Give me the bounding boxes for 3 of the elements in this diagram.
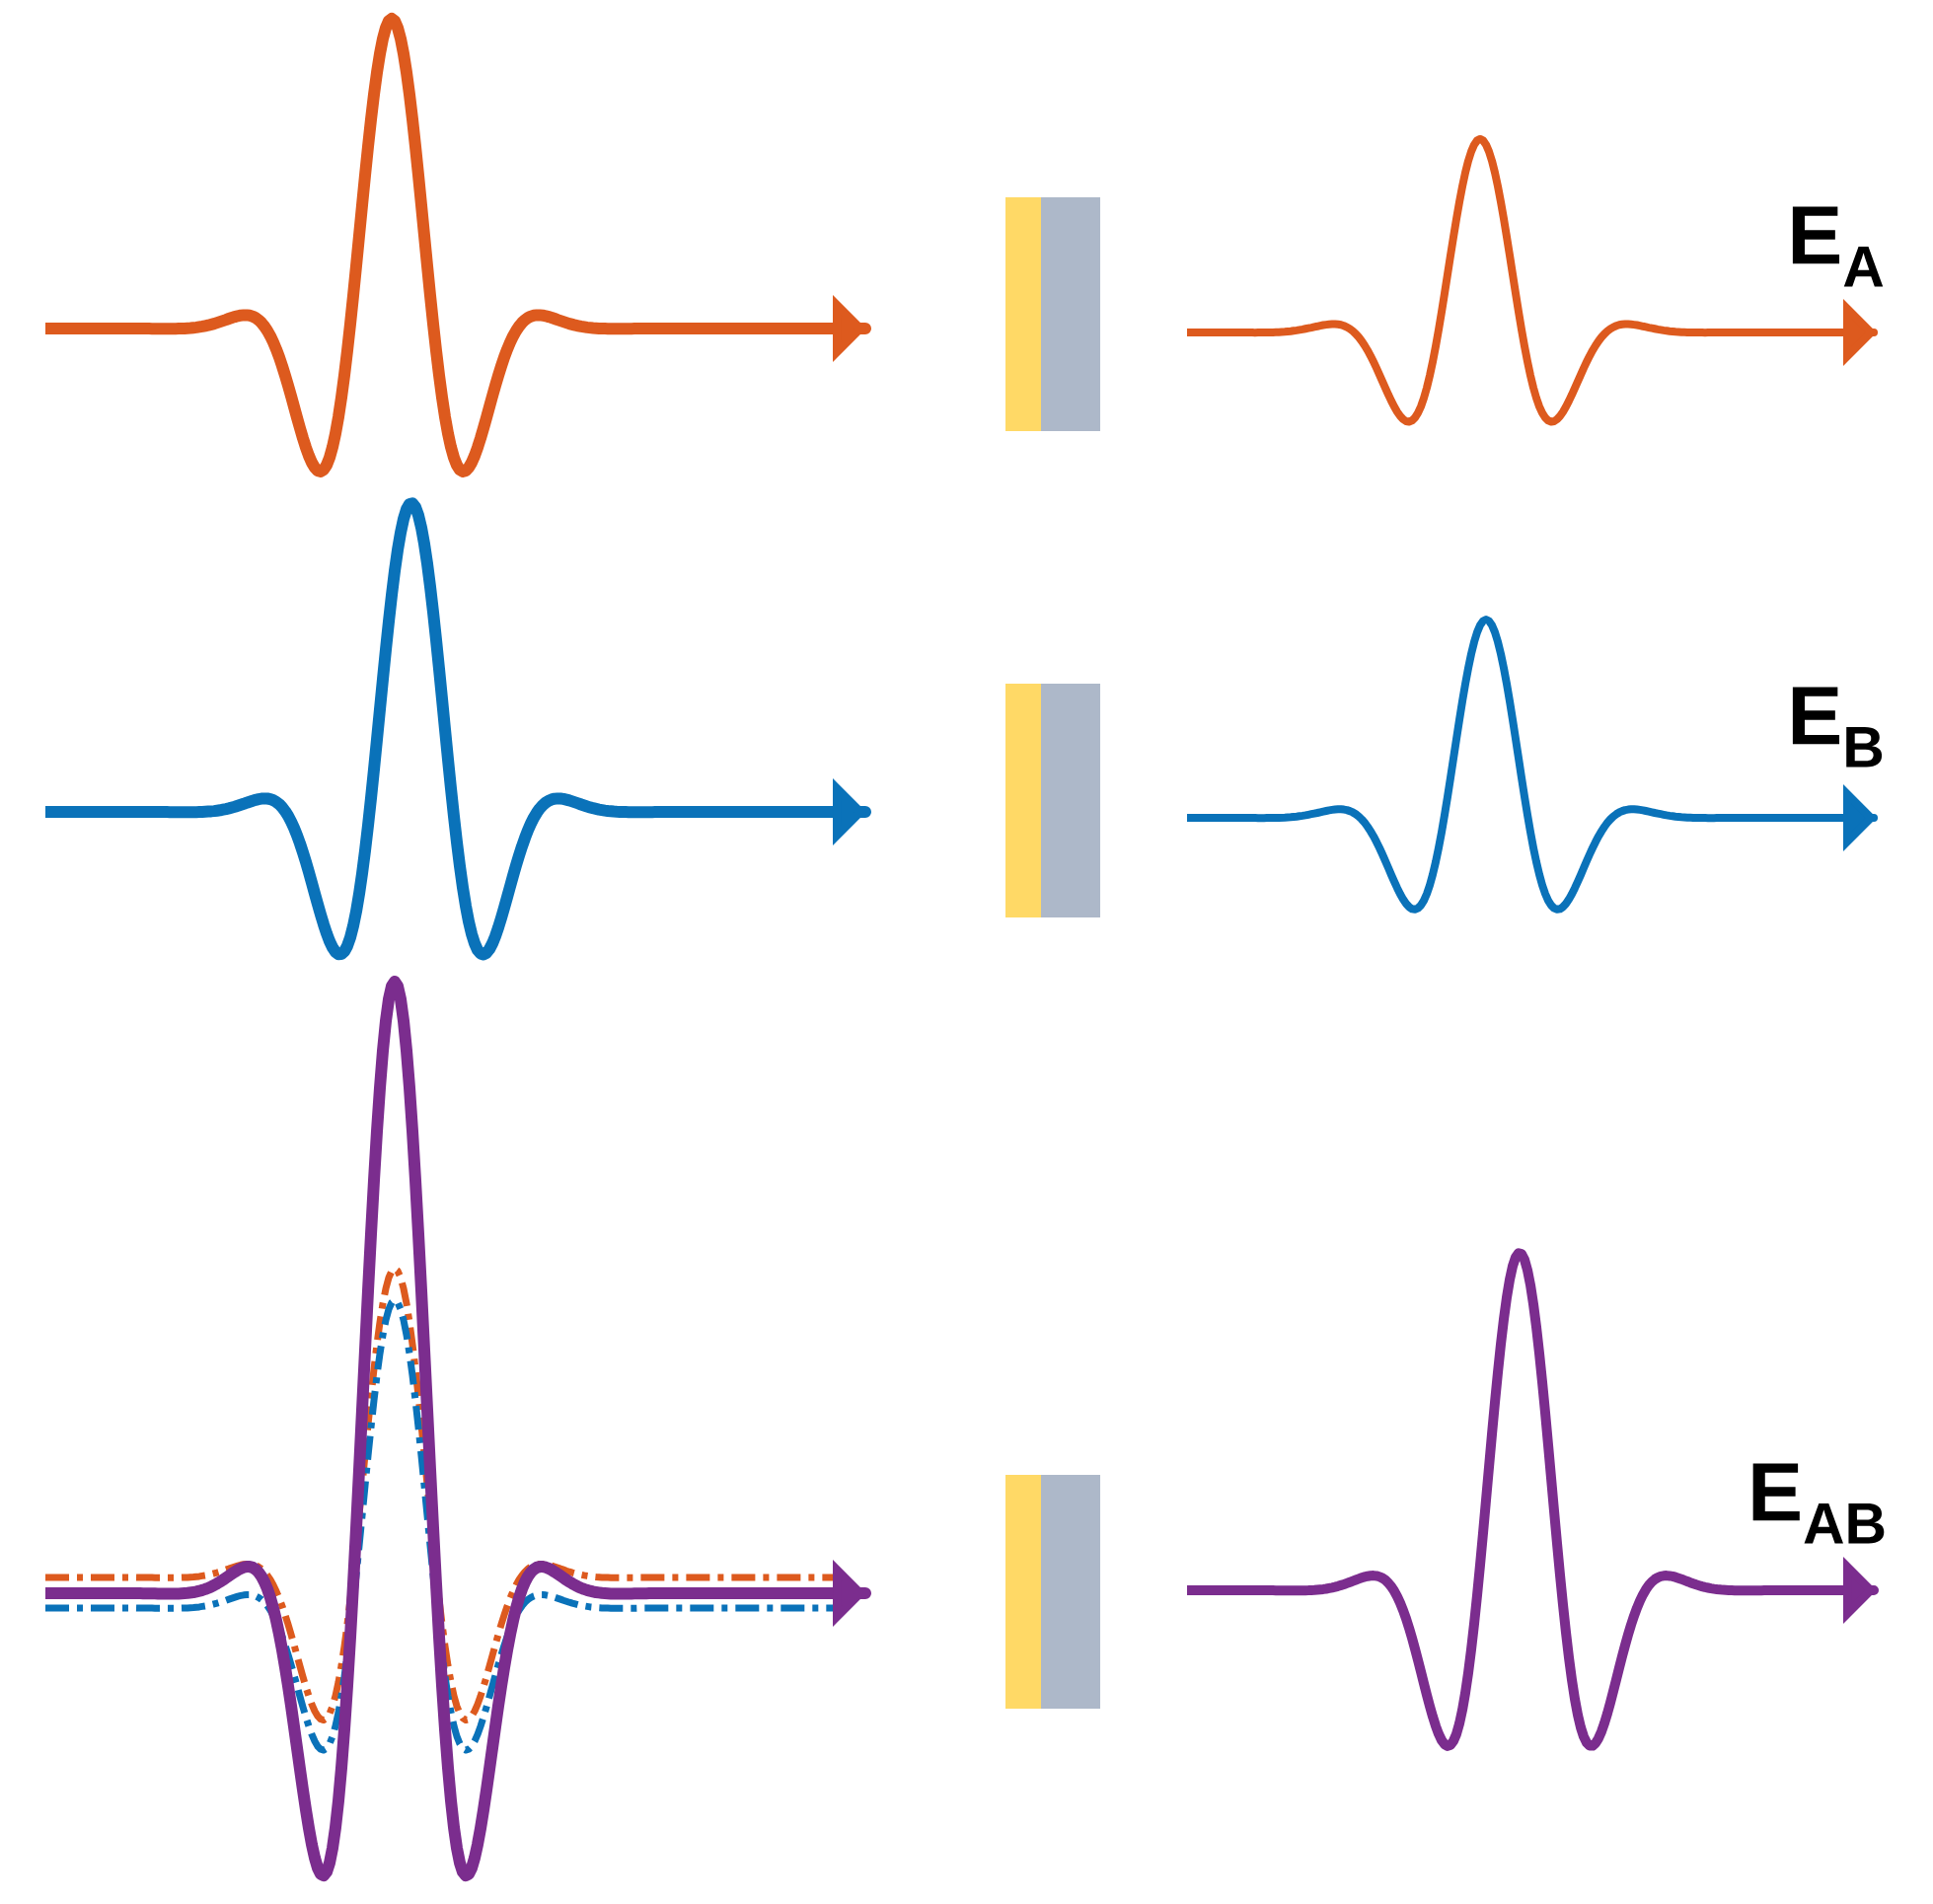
field-label: E$_{AB}$	[1752, 1463, 1885, 1544]
field-label: E$_{A}$	[1792, 206, 1884, 287]
field-label: E$_{B}$	[1792, 687, 1883, 768]
